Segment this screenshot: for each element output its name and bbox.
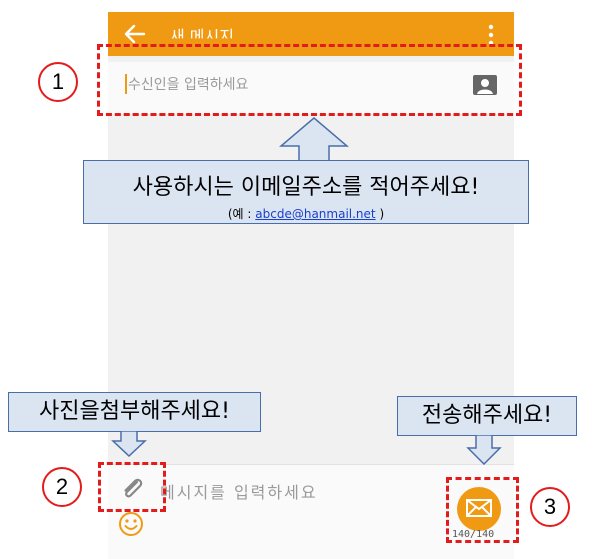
text-cursor — [125, 74, 127, 94]
send-callout: 전송해주세요! — [397, 396, 577, 436]
send-highlight — [446, 477, 519, 543]
email-callout: 사용하시는 이메일주소를 적어주세요! (예 : abcde@hanmail.n… — [83, 160, 529, 224]
send-callout-text: 전송해주세요! — [421, 403, 553, 428]
message-input-placeholder[interactable]: 메시지를 입력하세요 — [160, 483, 318, 502]
app-bar: 새 메시지 — [108, 12, 514, 56]
paperclip-icon[interactable] — [118, 475, 148, 505]
recipient-input-placeholder[interactable]: 수신인을 입력하세요 — [128, 77, 249, 93]
marker-1: 1 — [38, 62, 78, 102]
send-button[interactable] — [457, 487, 501, 531]
marker-2: 2 — [42, 467, 82, 507]
envelope-icon — [466, 499, 492, 517]
emoji-icon[interactable] — [118, 511, 144, 537]
send-pointer-down — [466, 435, 502, 465]
back-arrow-icon[interactable] — [122, 21, 148, 47]
character-counter: 140/140 — [452, 529, 495, 540]
attach-pointer-down — [111, 431, 147, 457]
email-callout-text: 사용하시는 이메일주소를 적어주세요! — [132, 175, 480, 200]
recipient-highlight — [97, 44, 522, 116]
attach-callout-text: 사진을첨부해주세요! — [39, 399, 230, 424]
callout-pointer-up — [279, 117, 349, 164]
attach-callout: 사진을첨부해주세요! — [8, 392, 261, 432]
email-example: (예 : abcde@hanmail.net ) — [227, 207, 385, 221]
attach-highlight — [98, 462, 166, 512]
marker-3: 3 — [530, 487, 570, 527]
page-title: 새 메시지 — [170, 27, 234, 46]
email-example-link[interactable]: abcde@hanmail.net — [255, 207, 376, 221]
contact-picker-icon[interactable] — [473, 75, 497, 95]
more-vert-icon[interactable] — [488, 24, 494, 46]
